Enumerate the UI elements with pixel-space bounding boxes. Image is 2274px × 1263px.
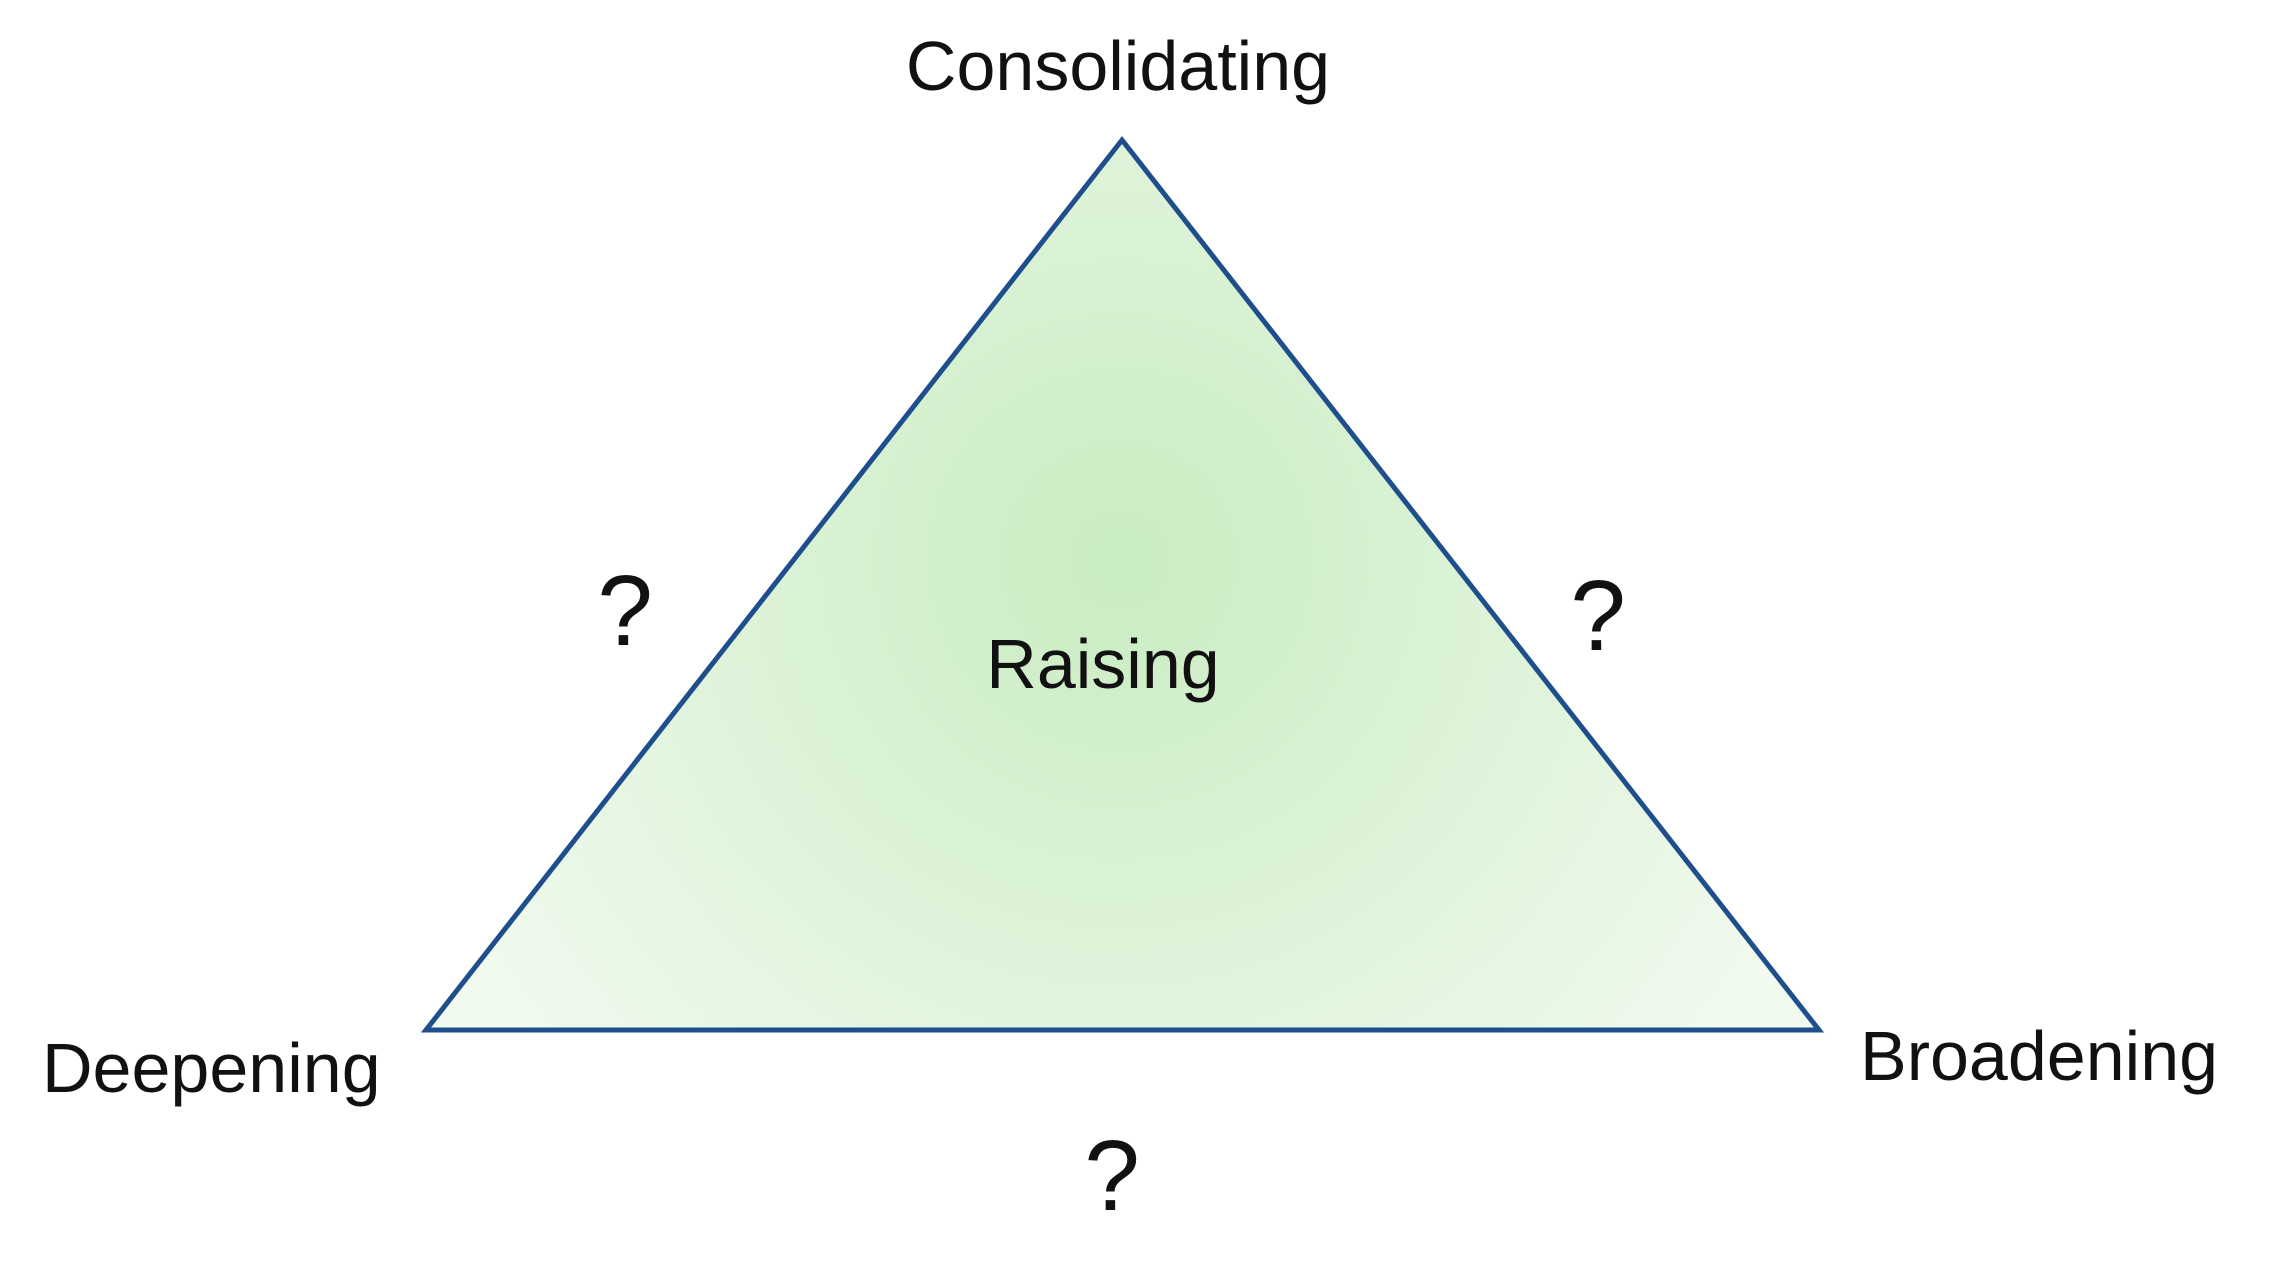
- vertex-label-bottom-left: Deepening: [42, 1029, 381, 1107]
- vertex-label-top: Consolidating: [906, 27, 1330, 105]
- vertex-label-bottom-right: Broadening: [1860, 1017, 2218, 1095]
- edge-mark-bottom: ?: [1084, 1120, 1140, 1232]
- edge-mark-right: ?: [1570, 560, 1626, 672]
- center-label: Raising: [986, 625, 1219, 703]
- triangle-shape: [420, 135, 1825, 1033]
- edge-mark-left: ?: [597, 555, 653, 667]
